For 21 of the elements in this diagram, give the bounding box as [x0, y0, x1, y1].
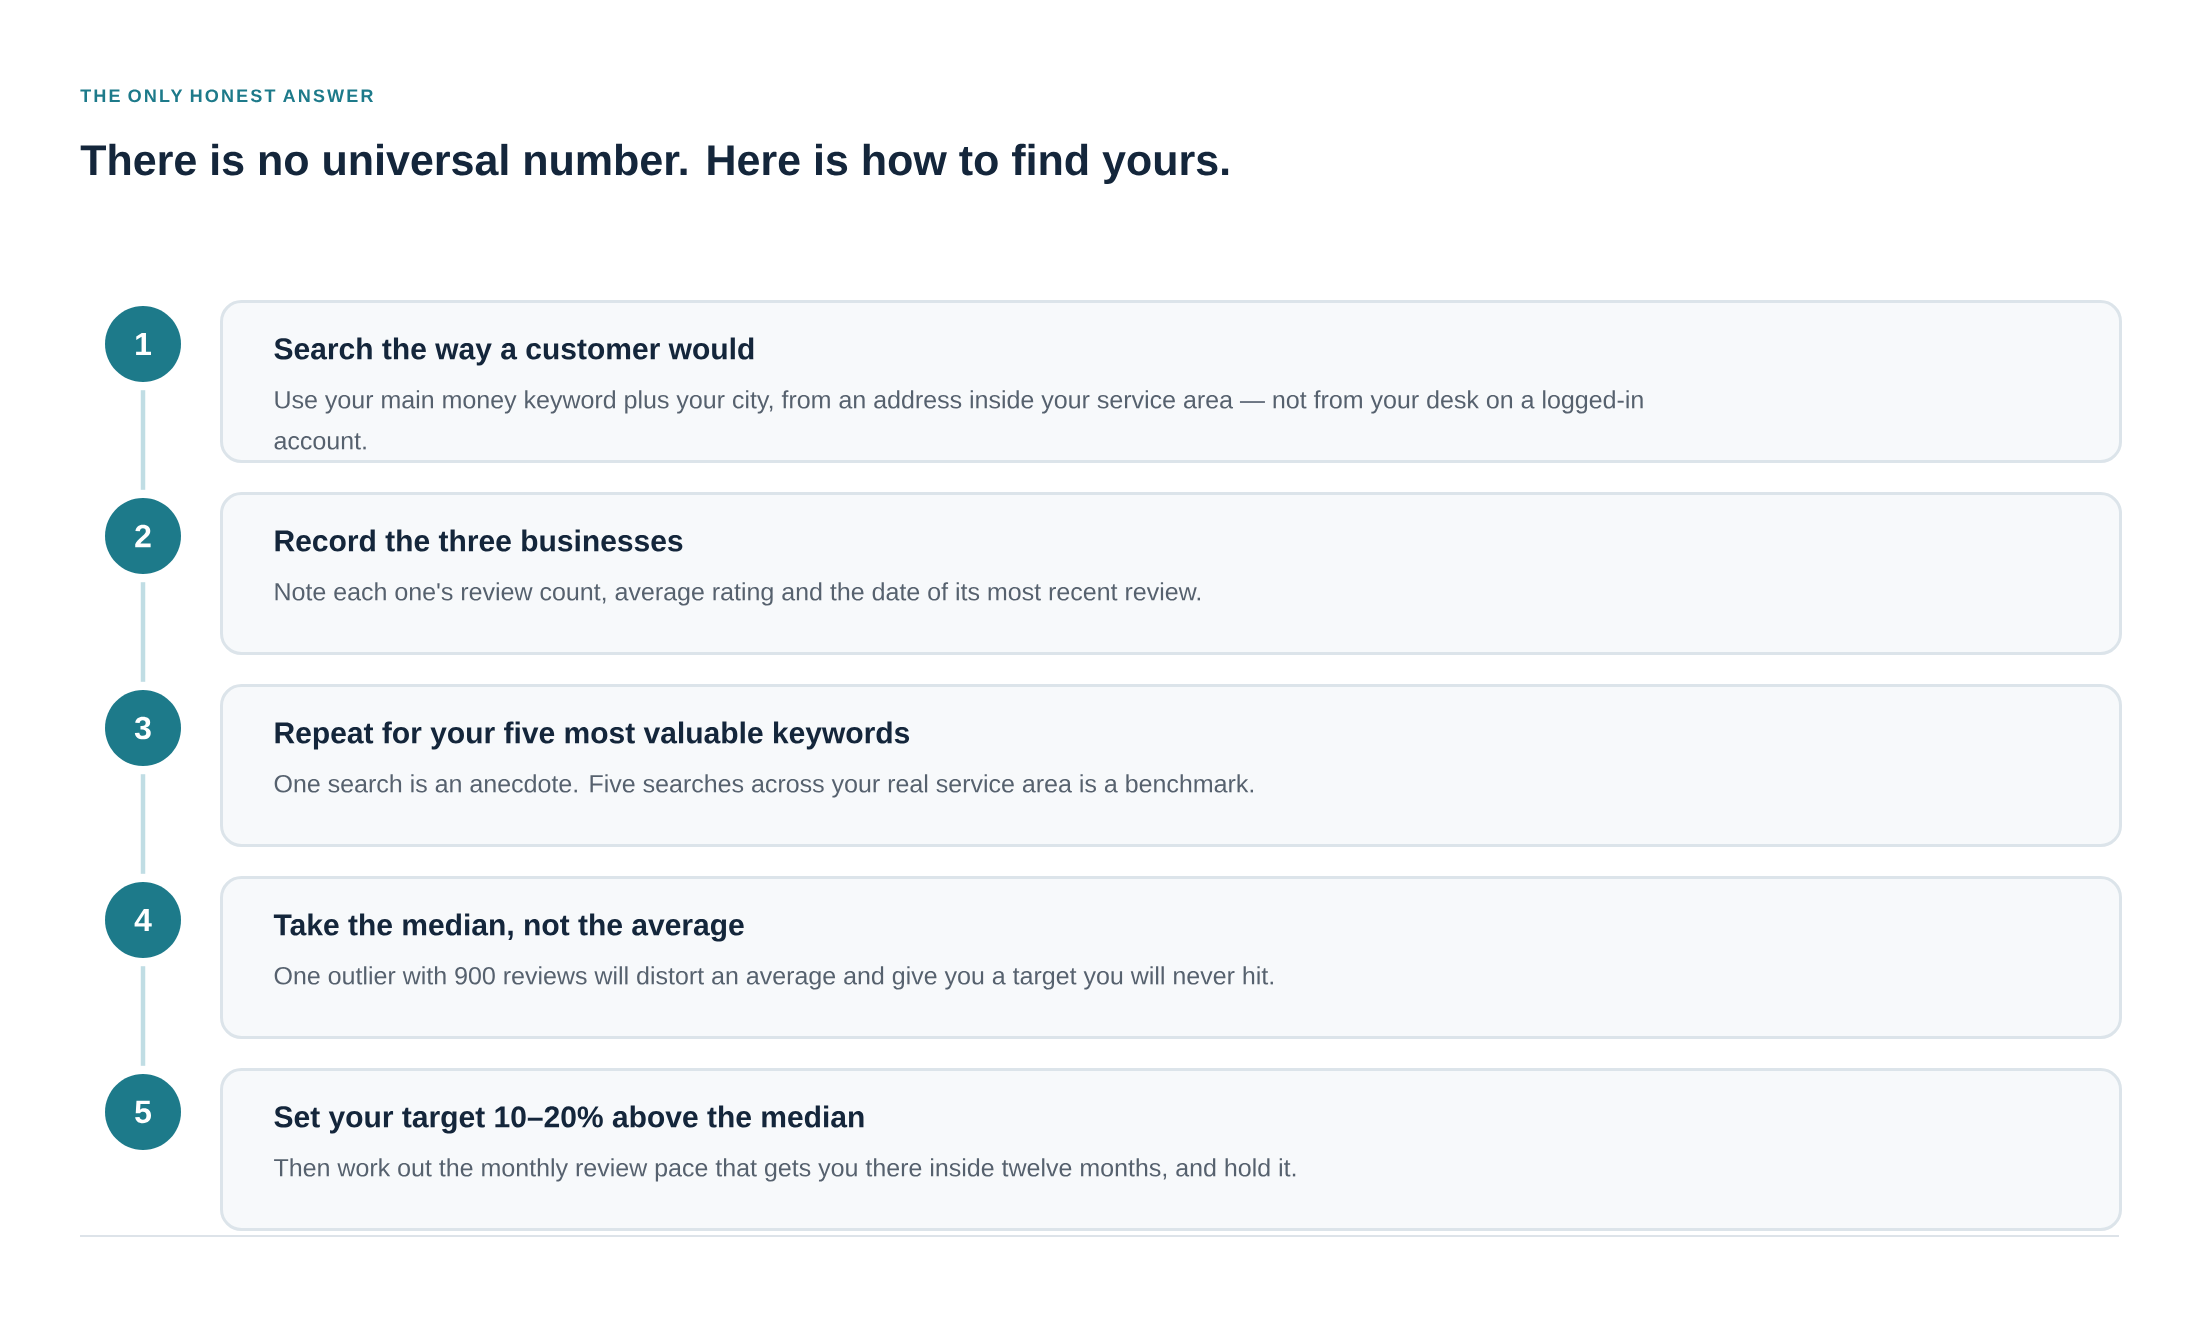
connector-line	[140, 966, 146, 1066]
step-card	[220, 300, 2123, 463]
step-card	[220, 1068, 2123, 1231]
step-heading: Take the median, not the average	[273, 913, 744, 942]
step-description: One outlier with 900 reviews will distort an average and give you a target you will never hit.	[274, 966, 1273, 990]
step-description: Use your main money keyword plus your city, from an address inside your service area — not from your desk on a logged-in account.	[274, 390, 1643, 450]
connector-line	[140, 390, 146, 490]
step-heading: Search the way a customer would	[274, 337, 754, 366]
connector-line	[140, 582, 146, 682]
eyebrow-label: THE ONLY HONEST ANSWER	[80, 89, 374, 103]
title: There is no universal number. Here is how to find yours.	[80, 143, 1229, 184]
step-heading: Record the three businesses	[275, 529, 683, 552]
step-card	[220, 492, 2123, 655]
step-description: One search is an anecdote. Five searches across your real service area is a benchmark.	[274, 774, 1253, 798]
step-card	[220, 876, 2123, 1039]
step-card	[220, 684, 2123, 847]
step-heading: Set your target 10–20% above the median	[274, 1105, 864, 1134]
connector-line	[140, 774, 146, 874]
step-description: Then work out the monthly review pace that gets you there inside twelve months, and hold it.	[274, 1158, 1296, 1182]
step-heading: Repeat for your five most valuable keywords	[275, 721, 910, 750]
step-description: Note each one's review count, average rating and the date of its most recent review.	[275, 582, 1200, 606]
